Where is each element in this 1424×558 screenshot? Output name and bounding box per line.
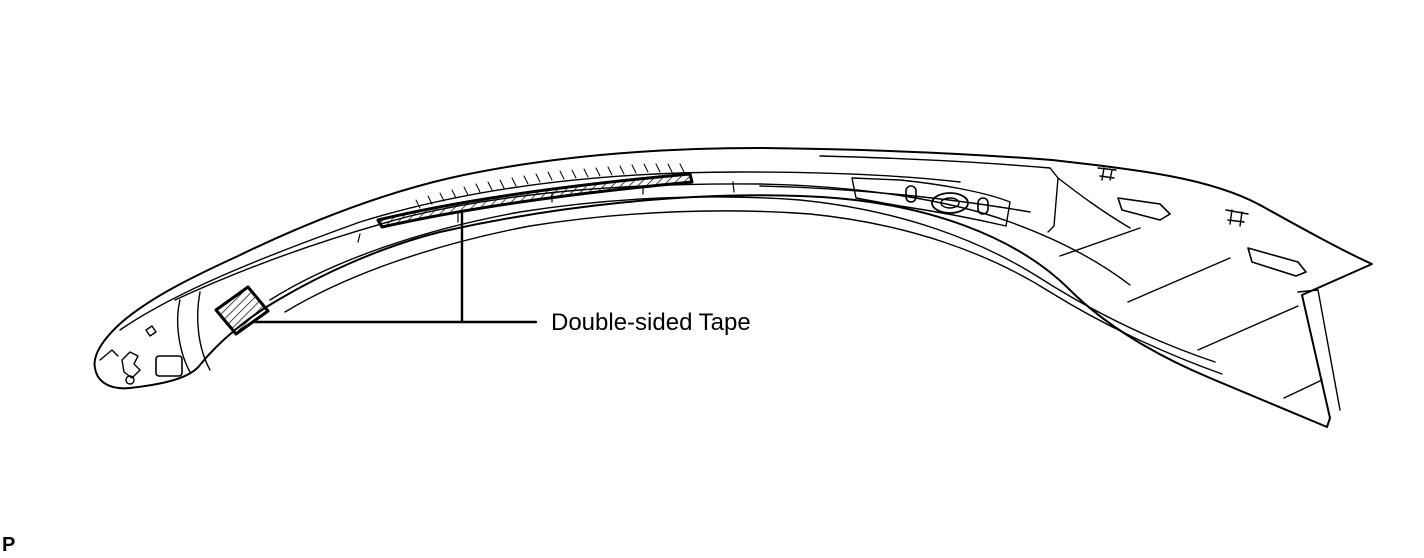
left-end-edge <box>99 349 119 361</box>
clip-boss-1 <box>1117 197 1171 221</box>
right-end-fold <box>1297 289 1341 411</box>
panel-top-ridge <box>819 155 1051 169</box>
left-end-body-2 <box>196 291 211 371</box>
double-sided-tape-label: Double-sided Tape <box>551 309 751 336</box>
mount-slot-inner <box>940 197 960 209</box>
right-panel-rib-4 <box>1283 379 1323 399</box>
mount-recess <box>851 177 1011 227</box>
left-end-tab <box>145 325 157 337</box>
right-flange <box>1047 167 1059 233</box>
clip-marker-1 <box>1097 167 1117 181</box>
left-end-clip-slot <box>155 355 183 377</box>
mount-hole-right <box>977 197 989 215</box>
mount-hole-left <box>905 185 917 203</box>
right-flange-2 <box>1057 177 1131 229</box>
figure-code: P <box>2 534 16 556</box>
tape-pad-small <box>214 285 270 336</box>
rib-teeth <box>415 163 685 209</box>
arc-tick-marks <box>357 181 735 243</box>
right-panel-rib-3 <box>1197 305 1299 351</box>
callout-leader <box>253 210 538 324</box>
panel-outer-outline <box>93 147 1373 428</box>
panel-top-ridge-2 <box>759 185 1031 213</box>
panel-inner-edge-4 <box>284 210 1223 375</box>
panel-inner-edge-1 <box>119 171 961 331</box>
right-panel-rib-2 <box>1127 257 1231 303</box>
panel-inner-edge-2 <box>174 183 1131 301</box>
clip-marker-2 <box>1225 209 1249 227</box>
mount-slot <box>931 192 969 214</box>
left-end-hole <box>125 375 135 385</box>
panel-inner-edge-3 <box>269 196 1216 363</box>
right-panel-rib-1 <box>1059 227 1141 257</box>
tape-strip-long <box>376 172 694 229</box>
clip-boss-2 <box>1247 247 1307 277</box>
left-end-clip <box>121 351 141 379</box>
left-end-body <box>177 299 191 373</box>
